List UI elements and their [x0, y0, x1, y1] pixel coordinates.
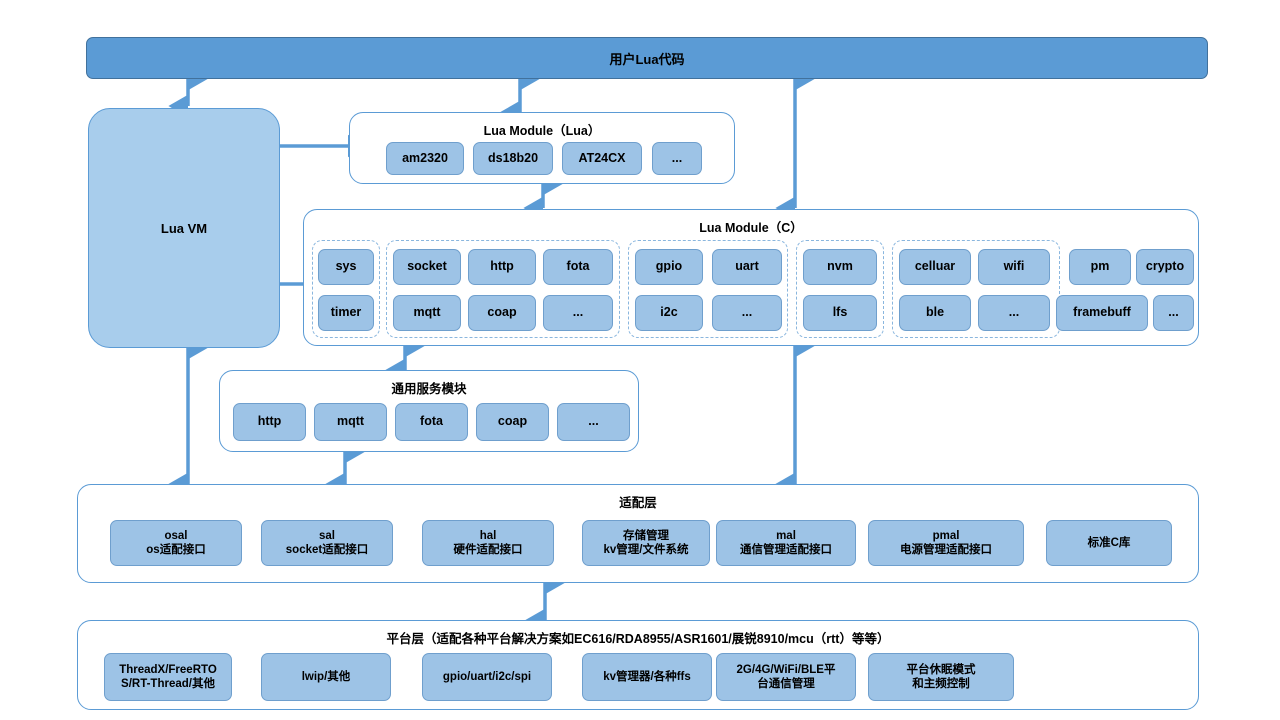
lua-module-c-group-net — [386, 240, 620, 338]
lua-module-c-chip-framebuff: framebuff — [1056, 295, 1148, 331]
lua-module-c-chip-gpio: gpio — [635, 249, 703, 285]
adaptation-chip-sal-line1: sal — [319, 529, 335, 542]
adaptation-chip-osal-line2: os适配接口 — [146, 544, 206, 556]
lua-module-c-title: Lua Module（C） — [699, 221, 803, 235]
adaptation-chip-storage-line1: 存储管理 — [623, 529, 669, 542]
platform-chip-periph-line1: gpio/uart/i2c/spi — [442, 670, 532, 683]
lua-module-c-chip-celluar: celluar — [899, 249, 971, 285]
lua-module-lua-chip-more: ... — [652, 142, 702, 175]
lua-module-c-chip-mqtt: mqtt — [393, 295, 461, 331]
lua-module-c-chip-crypto: crypto — [1136, 249, 1194, 285]
platform-chip-comm-line1: 2G/4G/WiFi/BLE平 — [736, 663, 836, 676]
platform-chip-power: 平台休眠模式 和主频控制 — [868, 653, 1014, 701]
common-service-chip-more: ... — [557, 403, 630, 441]
lua-module-c-chip-pm: pm — [1069, 249, 1131, 285]
adaptation-chip-storage: 存储管理 kv管理/文件系统 — [582, 520, 710, 566]
lua-module-c-chip-timer: timer — [318, 295, 374, 331]
adaptation-chip-pmal-line2: 电源管理适配接口 — [900, 544, 992, 556]
common-service-chip-mqtt: mqtt — [314, 403, 387, 441]
lua-module-c-chip-wifi: wifi — [978, 249, 1050, 285]
adaptation-chip-osal-line1: osal — [164, 529, 188, 542]
adaptation-chip-stdc-line1: 标准C库 — [1087, 536, 1131, 549]
adaptation-chip-hal-line2: 硬件适配接口 — [453, 544, 523, 556]
lua-module-c-chip-fota: fota — [543, 249, 613, 285]
lua-module-c-chip-coap: coap — [468, 295, 536, 331]
adaptation-chip-sal-line2: socket适配接口 — [285, 544, 369, 556]
common-service-chip-coap: coap — [476, 403, 549, 441]
platform-chip-power-line1: 平台休眠模式 — [906, 663, 976, 676]
common-service-title: 通用服务模块 — [391, 382, 467, 396]
lua-module-c-chip-i2c: i2c — [635, 295, 703, 331]
lua-module-c-container: Lua Module（C） sys timer socket http fota… — [303, 209, 1199, 346]
adaptation-chip-mal-line1: mal — [776, 529, 796, 542]
platform-chip-kv-line1: kv管理器/各种ffs — [603, 670, 691, 683]
lua-module-lua-container: Lua Module（Lua） am2320 ds18b20 AT24CX ..… — [349, 112, 735, 184]
lua-vm-box: Lua VM — [88, 108, 280, 348]
adaptation-chip-storage-line2: kv管理/文件系统 — [603, 544, 689, 556]
adaptation-chip-mal-line2: 通信管理适配接口 — [740, 544, 832, 556]
platform-chip-rtos-line2: S/RT-Thread/其他 — [121, 678, 215, 690]
platform-chip-periph: gpio/uart/i2c/spi — [422, 653, 552, 701]
lua-module-lua-chip-at24cx: AT24CX — [562, 142, 642, 175]
lua-module-c-group-storage — [796, 240, 884, 338]
platform-layer-container: 平台层（适配各种平台解决方案如EC616/RDA8955/ASR1601/展锐8… — [77, 620, 1199, 710]
lua-module-lua-chip-ds18b20: ds18b20 — [473, 142, 553, 175]
platform-chip-lwip: lwip/其他 — [261, 653, 391, 701]
lua-module-c-chip-net-more: ... — [543, 295, 613, 331]
adaptation-chip-pmal: pmal 电源管理适配接口 — [868, 520, 1024, 566]
common-service-chip-fota: fota — [395, 403, 468, 441]
lua-module-c-chip-http: http — [468, 249, 536, 285]
lua-module-c-group-sys — [312, 240, 380, 338]
adaptation-chip-hal-line1: hal — [479, 529, 497, 542]
platform-chip-comm: 2G/4G/WiFi/BLE平 台通信管理 — [716, 653, 856, 701]
lua-module-c-group-peripheral — [628, 240, 788, 338]
adaptation-chip-stdc: 标准C库 — [1046, 520, 1172, 566]
lua-module-c-group-wireless — [892, 240, 1060, 338]
common-service-chip-http: http — [233, 403, 306, 441]
adaptation-chip-osal: osal os适配接口 — [110, 520, 242, 566]
platform-layer-title: 平台层（适配各种平台解决方案如EC616/RDA8955/ASR1601/展锐8… — [386, 632, 890, 646]
platform-chip-comm-line2: 台通信管理 — [757, 678, 815, 690]
lua-module-lua-title: Lua Module（Lua） — [483, 124, 601, 138]
platform-chip-rtos-line1: ThreadX/FreeRTO — [119, 663, 217, 676]
lua-module-c-chip-uart: uart — [712, 249, 782, 285]
lua-module-c-chip-socket: socket — [393, 249, 461, 285]
platform-chip-rtos: ThreadX/FreeRTO S/RT-Thread/其他 — [104, 653, 232, 701]
adaptation-layer-title: 适配层 — [619, 496, 657, 510]
lua-module-lua-chip-am2320: am2320 — [386, 142, 464, 175]
adaptation-chip-sal: sal socket适配接口 — [261, 520, 393, 566]
platform-chip-lwip-line1: lwip/其他 — [301, 670, 351, 683]
lua-module-c-chip-nvm: nvm — [803, 249, 877, 285]
platform-chip-power-line2: 和主频控制 — [912, 678, 970, 690]
adaptation-chip-hal: hal 硬件适配接口 — [422, 520, 554, 566]
adaptation-chip-pmal-line1: pmal — [932, 529, 960, 542]
lua-module-c-chip-wireless-more: ... — [978, 295, 1050, 331]
user-lua-code-banner: 用户Lua代码 — [86, 37, 1208, 79]
lua-module-c-chip-misc-more: ... — [1153, 295, 1194, 331]
lua-module-c-chip-peripheral-more: ... — [712, 295, 782, 331]
adaptation-chip-mal: mal 通信管理适配接口 — [716, 520, 856, 566]
lua-module-c-chip-sys: sys — [318, 249, 374, 285]
common-service-container: 通用服务模块 http mqtt fota coap ... — [219, 370, 639, 452]
lua-module-c-chip-lfs: lfs — [803, 295, 877, 331]
lua-module-c-chip-ble: ble — [899, 295, 971, 331]
adaptation-layer-container: 适配层 osal os适配接口 sal socket适配接口 hal 硬件适配接… — [77, 484, 1199, 583]
platform-chip-kv: kv管理器/各种ffs — [582, 653, 712, 701]
